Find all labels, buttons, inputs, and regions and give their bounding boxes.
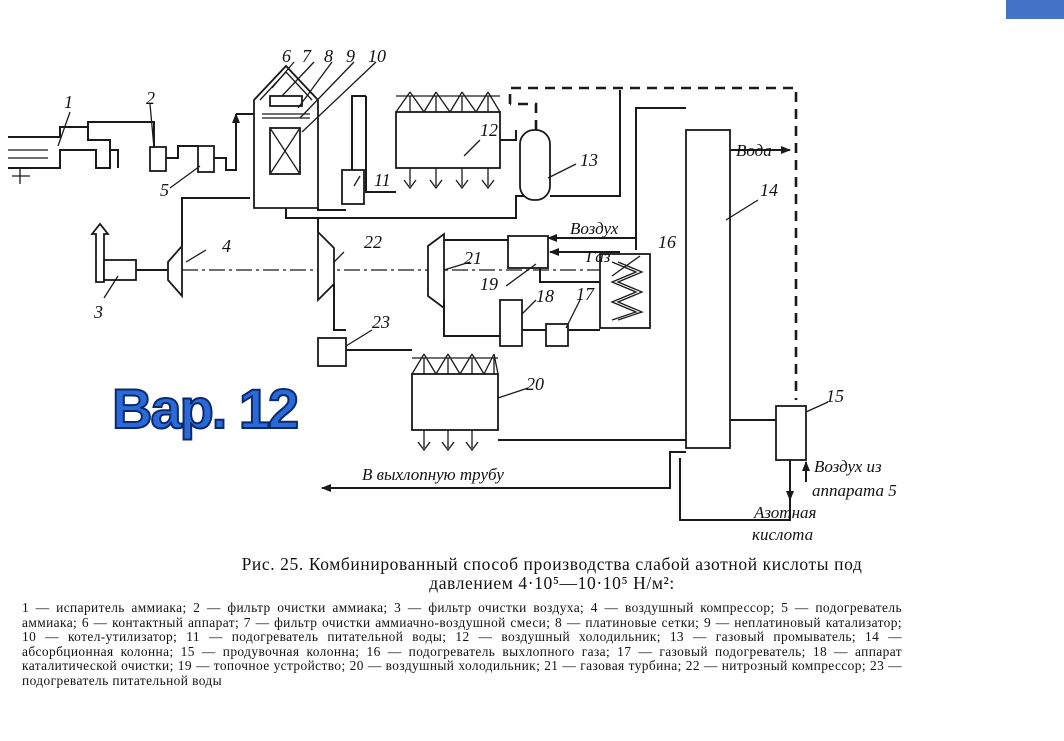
ammonia-filter [149, 146, 167, 172]
num-9: 9 [346, 46, 355, 66]
feedwater-heater-lower [317, 337, 347, 367]
label-acid-2: кислота [752, 525, 813, 544]
air-cooler-lower [411, 353, 499, 452]
corner-tab [1006, 0, 1064, 19]
num-18: 18 [536, 286, 554, 306]
gas-turbine [427, 232, 445, 310]
num-10: 10 [368, 46, 386, 66]
num-23: 23 [372, 312, 390, 332]
num-2: 2 [146, 88, 155, 108]
contact-apparatus [253, 64, 319, 209]
leader-lines-6-10 [271, 61, 377, 133]
feedwater-heater-upper [341, 169, 365, 205]
num-8: 8 [324, 46, 333, 66]
catalytic-cleaner [499, 299, 523, 347]
caption-title-line-2: давлением 4·10⁵—10·10⁵ Н/м²: [429, 573, 675, 593]
num-17: 17 [576, 284, 595, 304]
gas-line-dashed [508, 86, 798, 400]
num-16: 16 [658, 232, 676, 252]
combustion-unit [507, 235, 549, 269]
gas-heater [545, 323, 569, 347]
label-acid-1: Азотная [753, 503, 817, 522]
caption-legend: 1 — испаритель аммиака; 2 — фильтр очист… [22, 600, 902, 688]
air-filter-unit [90, 222, 137, 283]
label-air-from-2: аппарата 5 [812, 481, 897, 500]
ammonia-heater [197, 145, 215, 173]
ammonia-evaporator [8, 126, 119, 184]
num-11: 11 [374, 170, 391, 190]
label-exhaust: В выхлопную трубу [362, 465, 504, 484]
num-6: 6 [282, 46, 291, 66]
num-14: 14 [760, 180, 778, 200]
num-7: 7 [302, 46, 312, 66]
gas-scrubber [519, 129, 551, 201]
label-air-from-1: Воздух из [814, 457, 882, 476]
num-19: 19 [480, 274, 498, 294]
label-gas: Газ [585, 247, 611, 266]
caption-title-line-1: Рис. 25. Комбинированный способ производ… [241, 554, 863, 574]
num-22: 22 [364, 232, 382, 252]
label-water: Вода [736, 141, 772, 160]
exhaust-line [321, 451, 686, 492]
process-diagram: 1 2 3 4 5 6 7 8 9 10 11 12 13 14 15 16 1… [8, 46, 897, 544]
num-1: 1 [64, 92, 73, 112]
absorption-column [685, 129, 731, 449]
label-air: Воздух [570, 219, 619, 238]
num-4: 4 [222, 236, 231, 256]
variant-stamp: Вар. 12 [112, 377, 297, 440]
figure-caption: Рис. 25. Комбинированный способ производ… [0, 555, 1064, 689]
purging-column [775, 405, 807, 461]
num-3: 3 [93, 302, 103, 322]
num-20: 20 [526, 374, 544, 394]
num-12: 12 [480, 120, 498, 140]
num-15: 15 [826, 386, 844, 406]
air-cooler-upper [395, 91, 501, 190]
num-21: 21 [464, 248, 482, 268]
num-5: 5 [160, 180, 169, 200]
num-13: 13 [580, 150, 598, 170]
nitrous-compressor [317, 229, 335, 303]
air-compressor [167, 243, 183, 299]
